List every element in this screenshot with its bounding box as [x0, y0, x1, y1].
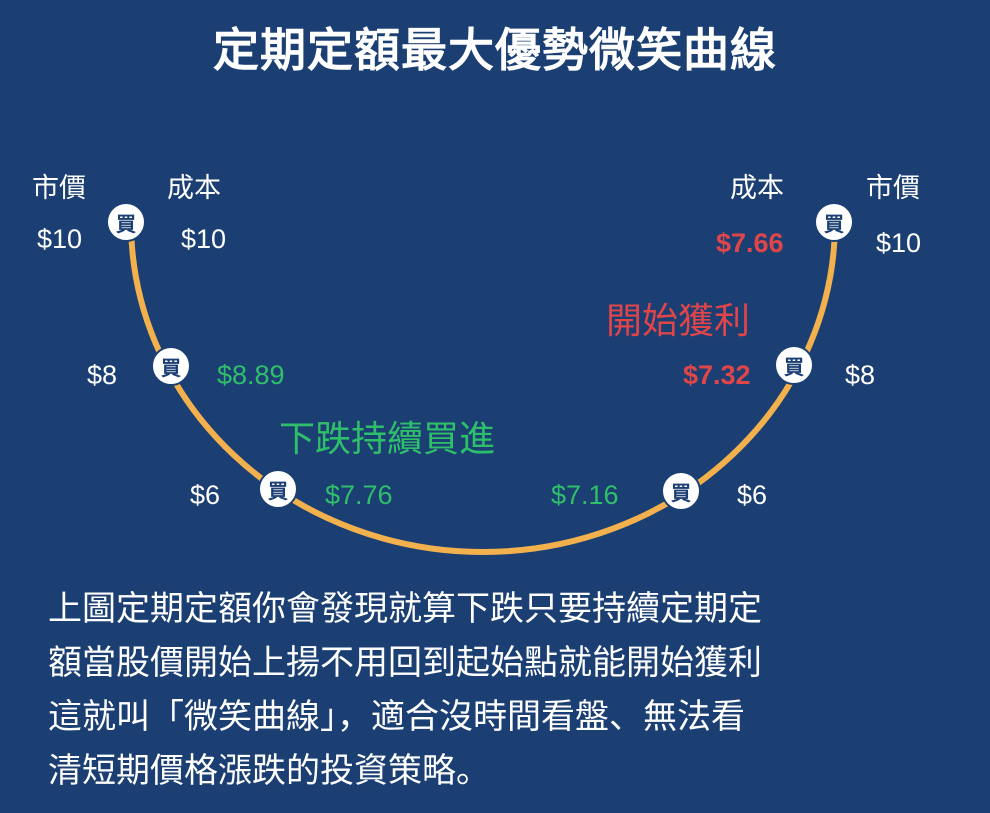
- buy-marker-right-low: 買: [661, 471, 701, 511]
- start-profit-label: 開始獲利: [606, 301, 751, 342]
- right-price-header: 市價: [866, 173, 920, 204]
- buy-marker-right-mid: 買: [774, 345, 814, 385]
- right-cost-low: $7.16: [551, 480, 619, 510]
- left-price-low: $6: [190, 480, 221, 510]
- buy-marker-right-top: 買: [814, 202, 854, 242]
- left-cost-top: $10: [181, 224, 227, 254]
- right-cost-mid: $7.32: [683, 360, 751, 390]
- right-cost-header: 成本: [730, 173, 784, 204]
- left-cost-mid: $8.89: [217, 360, 285, 390]
- page-title: 定期定額最大優勢微笑曲線: [213, 23, 777, 77]
- description-line-1: 上圖定期定額你會發現就算下跌只要持續定期定: [48, 589, 762, 629]
- falling-keep-buying-label: 下跌持續買進: [279, 419, 496, 460]
- description-line-3: 這就叫「微笑曲線」，適合沒時間看盤、無法看: [48, 697, 745, 737]
- buy-marker-left-low: 買: [258, 469, 298, 509]
- buy-marker-left-top: 買: [106, 202, 146, 242]
- right-cost-top: $7.66: [716, 228, 784, 258]
- right-price-low: $6: [737, 480, 768, 510]
- right-price-mid: $8: [845, 360, 876, 390]
- description-text: 上圖定期定額你會發現就算下跌只要持續定期定 額當股價開始上揚不用回到起始點就能開…: [48, 582, 948, 798]
- right-price-top: $10: [876, 228, 922, 258]
- left-price-top: $10: [37, 224, 83, 254]
- left-cost-low: $7.76: [325, 480, 393, 510]
- buy-marker-left-mid: 買: [151, 346, 191, 386]
- left-price-header: 市價: [32, 173, 86, 204]
- description-line-2: 額當股價開始上揚不用回到起始點就能開始獲利: [48, 643, 762, 683]
- left-price-mid: $8: [87, 360, 118, 390]
- description-line-4: 清短期價格漲跌的投資策略。: [48, 751, 490, 791]
- left-cost-header: 成本: [167, 173, 221, 204]
